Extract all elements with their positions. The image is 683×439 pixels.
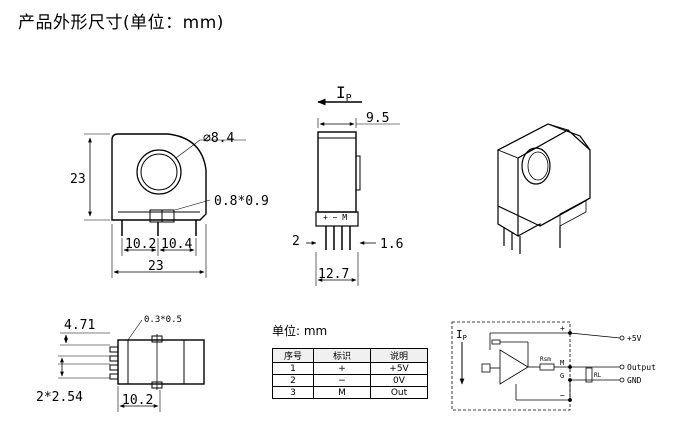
table-cell: M <box>313 386 371 399</box>
schematic-out-gnd: GND <box>627 376 642 385</box>
bottom-body <box>117 339 205 385</box>
side-base <box>315 211 359 227</box>
bottom-pin-size: 0.3*0.5 <box>144 315 182 325</box>
table-cell: 0V <box>370 374 428 387</box>
side-pin-marks: + − M <box>323 213 347 222</box>
side-view <box>306 98 400 286</box>
side-dim-left: 2 <box>292 234 300 249</box>
schematic-g: G <box>560 372 564 380</box>
table-row: 1 + +5V <box>272 362 428 375</box>
side-thickness-dim: 9.5 <box>366 111 389 126</box>
front-width-dim: 23 <box>148 259 164 274</box>
bottom-dim-width: 10.2 <box>122 393 153 408</box>
front-body-outline <box>111 133 207 221</box>
table-row: 3 M Out <box>272 386 428 399</box>
table-cell: +5V <box>370 362 428 375</box>
front-pitch-right: 10.4 <box>161 237 192 252</box>
page-title: 产品外形尺寸(单位：mm) <box>18 13 224 33</box>
iso-hole <box>521 147 551 185</box>
schematic-rl: RL <box>594 372 602 379</box>
schematic-m: M <box>560 359 564 367</box>
side-body <box>317 131 357 213</box>
isometric-view <box>496 123 591 254</box>
side-dim-bottom: 12.7 <box>318 267 349 282</box>
front-pitch-left: 10.2 <box>125 237 156 252</box>
pin-table-unit: 单位: mm <box>272 324 328 338</box>
schematic <box>451 321 625 411</box>
schematic-out-5v: +5V <box>627 334 642 343</box>
front-height-dim: 23 <box>70 172 86 187</box>
schematic-ip-label: IP <box>456 328 467 342</box>
bottom-view <box>58 319 205 412</box>
front-pin-dim: 0.8*0.9 <box>214 194 269 209</box>
table-cell: 2 <box>272 374 314 387</box>
schematic-out-output: Output <box>627 363 656 372</box>
pin-table: 序号 标识 说明 1 + +5V 2 − 0V 3 M Out <box>272 348 428 399</box>
pin-table-header: 序号 标识 说明 <box>272 348 428 363</box>
schematic-plus: + <box>560 324 565 333</box>
opamp <box>499 349 529 385</box>
table-cell: Out <box>370 386 428 399</box>
table-cell: 1 <box>272 362 314 375</box>
side-dim-right: 1.6 <box>380 237 403 252</box>
table-cell: + <box>313 362 371 375</box>
bottom-dim-pitch: 2*2.54 <box>36 390 83 405</box>
front-hole-inner <box>140 153 178 191</box>
schematic-minus: − <box>560 391 565 400</box>
bottom-dim-top: 4.71 <box>64 318 95 333</box>
schematic-rsm: Rsm <box>540 356 551 363</box>
front-view <box>84 133 246 278</box>
current-label: IP <box>336 83 352 104</box>
pin-table-header-cell: 标识 <box>313 348 371 363</box>
table-row: 2 − 0V <box>272 374 428 387</box>
front-hole-dim: ⌀8.4 <box>203 131 234 146</box>
table-cell: − <box>313 374 371 387</box>
front-hole-outer <box>136 149 182 195</box>
schematic-frame <box>451 321 571 411</box>
table-cell: 3 <box>272 386 314 399</box>
pin-table-header-cell: 序号 <box>272 348 314 363</box>
pin-table-header-cell: 说明 <box>370 348 428 363</box>
